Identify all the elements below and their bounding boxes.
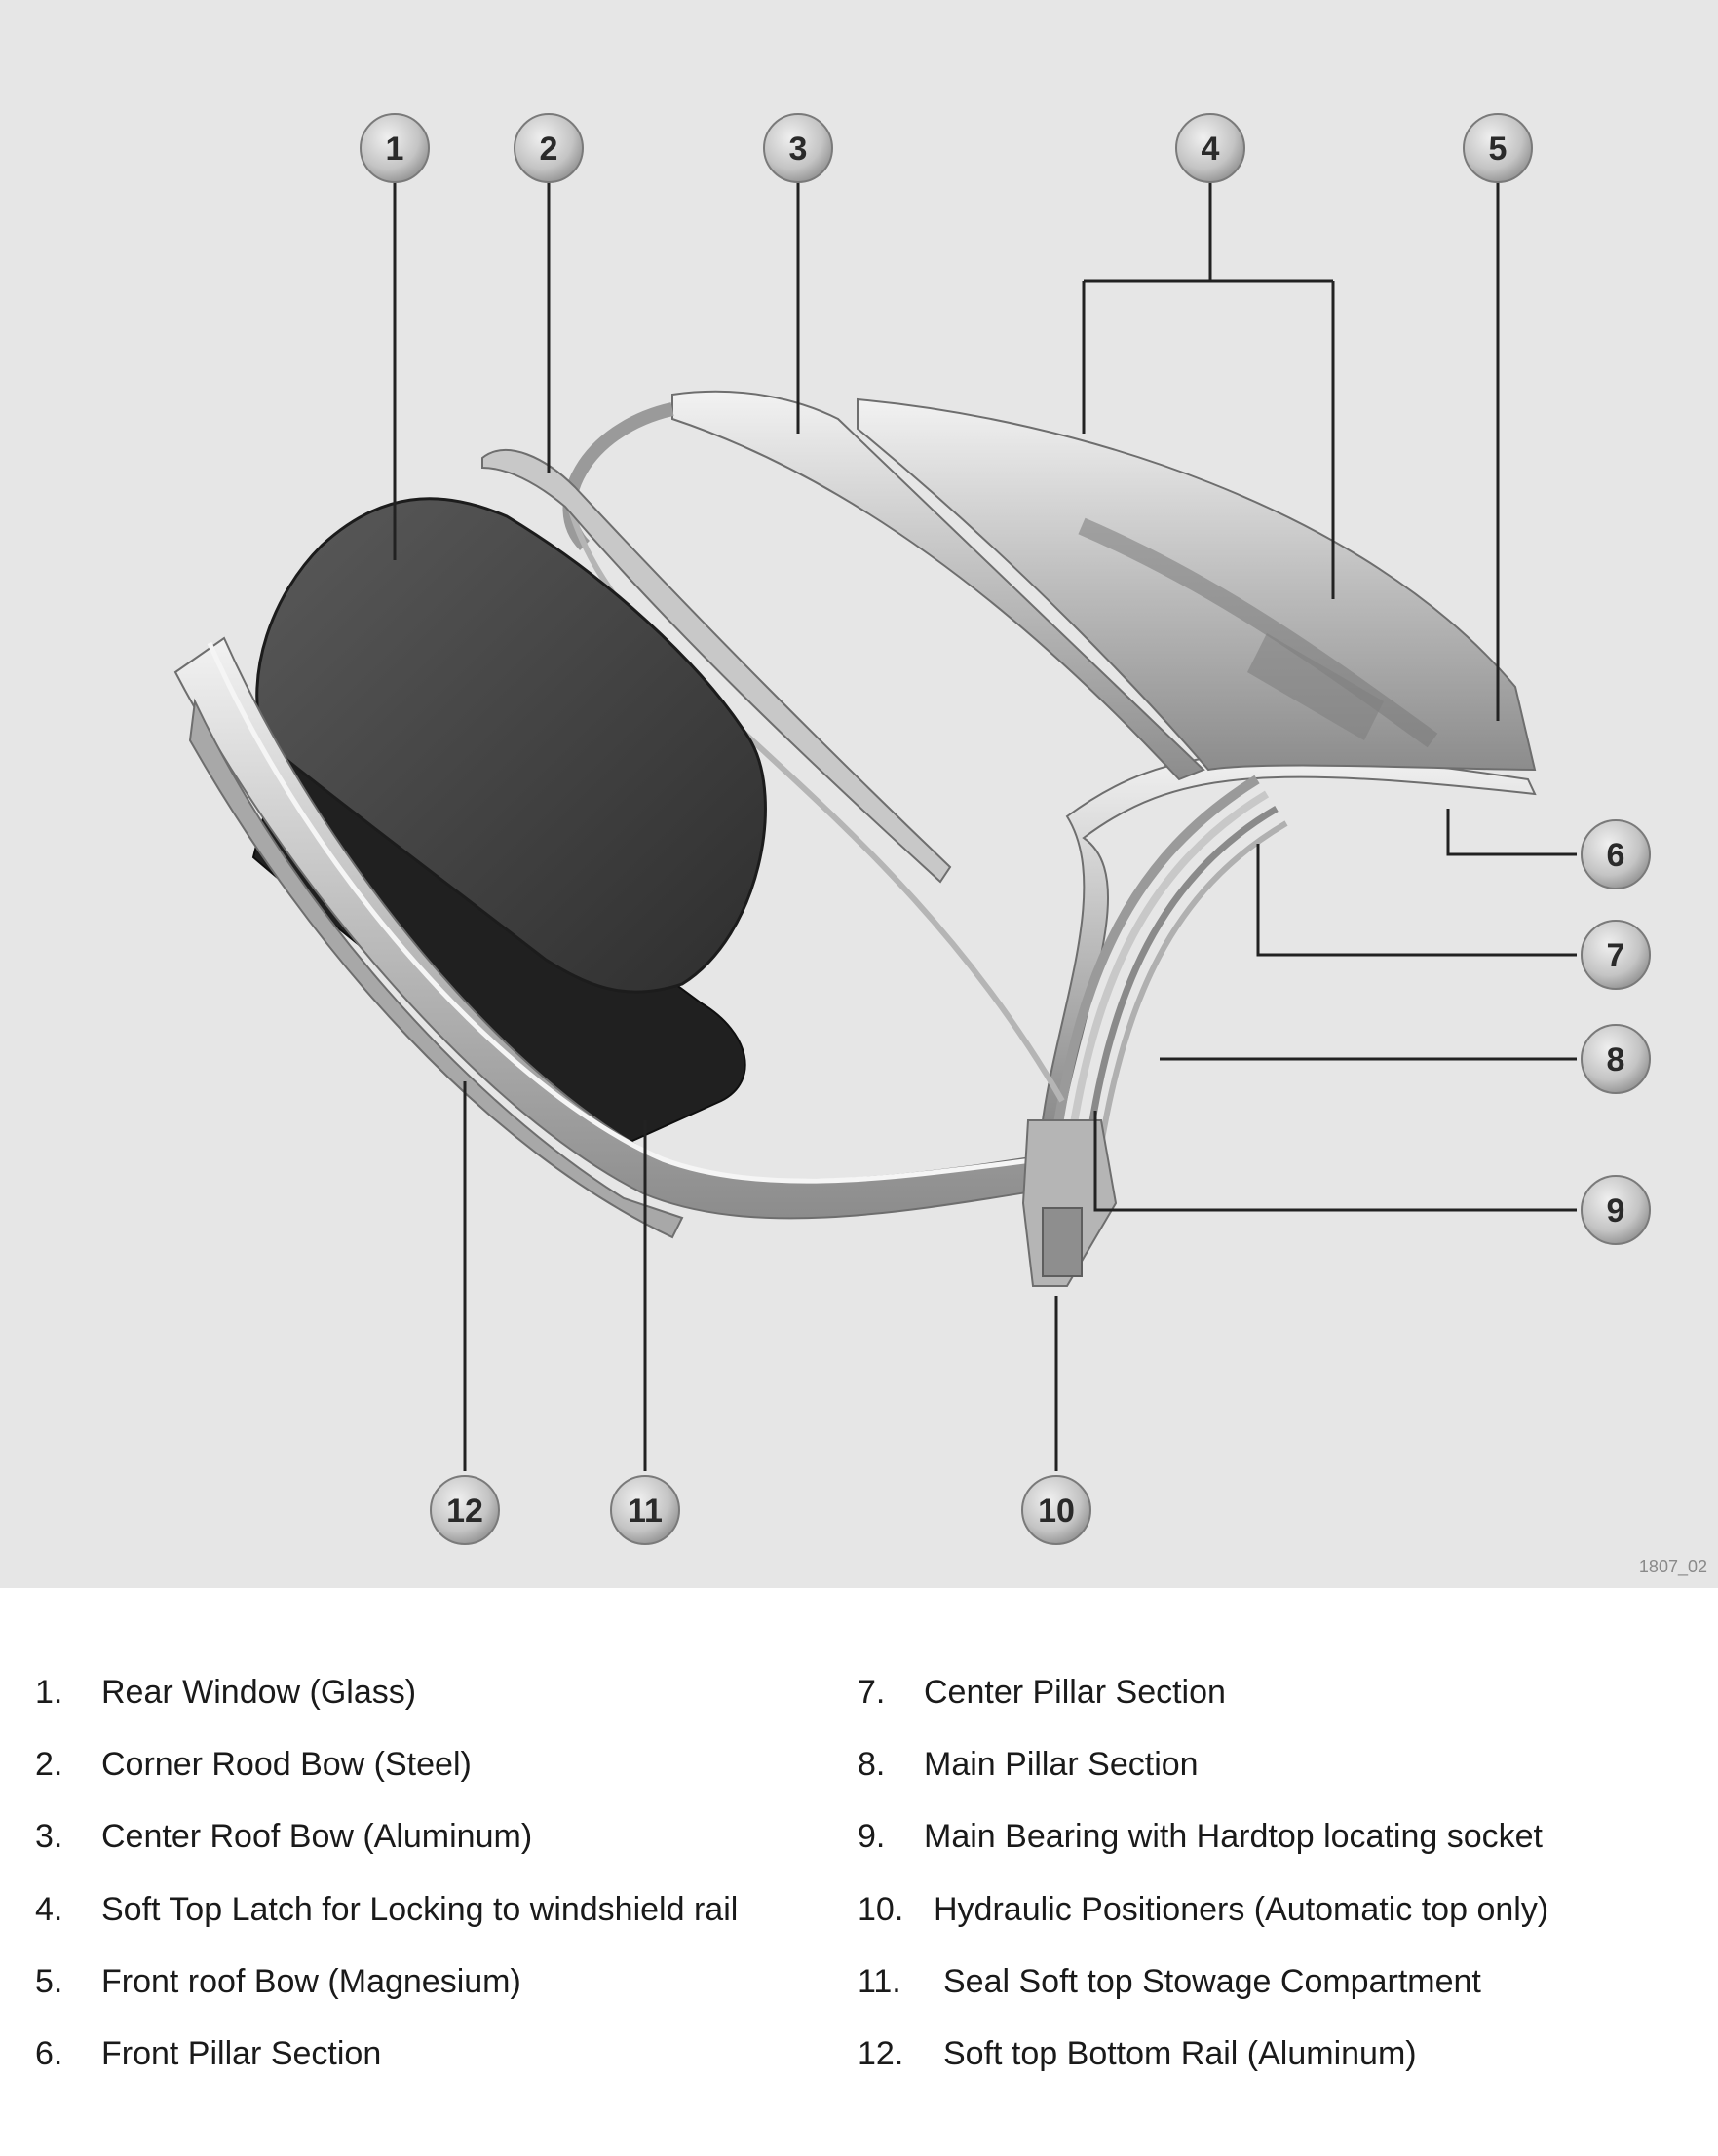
callout-8: 8 bbox=[1581, 1024, 1651, 1094]
svg-text:2: 2 bbox=[540, 131, 558, 168]
legend-item: 7. Center Pillar Section bbox=[858, 1656, 1696, 1728]
svg-text:11: 11 bbox=[628, 1493, 663, 1530]
callout-6: 6 bbox=[1581, 819, 1651, 889]
corner-roof-bow bbox=[481, 448, 952, 884]
callout-7: 7 bbox=[1581, 920, 1651, 990]
legend-text: Front roof Bow (Magnesium) bbox=[101, 1962, 521, 2000]
callout-11: 11 bbox=[610, 1475, 680, 1545]
legend-item: 5. Front roof Bow (Magnesium) bbox=[35, 1946, 844, 2018]
legend-column-right: 7. Center Pillar Section 8. Main Pillar … bbox=[858, 1656, 1696, 2091]
legend-item: 6. Front Pillar Section bbox=[35, 2018, 844, 2090]
legend-number: 7. bbox=[858, 1673, 886, 1711]
svg-text:10: 10 bbox=[1038, 1493, 1075, 1530]
legend-column-left: 1. Rear Window (Glass) 2. Corner Rood Bo… bbox=[35, 1656, 844, 2091]
legend-text: Center Roof Bow (Aluminum) bbox=[101, 1818, 533, 1856]
legend-item: 3. Center Roof Bow (Aluminum) bbox=[35, 1801, 844, 1873]
callout-4: 4 bbox=[1175, 113, 1245, 183]
legend-item: 11. Seal Soft top Stowage Compartment bbox=[858, 1946, 1696, 2018]
legend-item: 8. Main Pillar Section bbox=[858, 1728, 1696, 1800]
leader-line-6 bbox=[1446, 809, 1577, 856]
legend-item: 10. Hydraulic Positioners (Automatic top… bbox=[858, 1873, 1696, 1946]
legend-text: Soft Top Latch for Locking to windshield… bbox=[101, 1890, 739, 1928]
legend-item: 2. Corner Rood Bow (Steel) bbox=[35, 1728, 844, 1800]
svg-text:5: 5 bbox=[1489, 131, 1508, 168]
callout-5: 5 bbox=[1463, 113, 1533, 183]
svg-text:1: 1 bbox=[386, 131, 404, 168]
legend-number: 4. bbox=[35, 1890, 63, 1928]
leader-lines bbox=[393, 177, 1577, 1471]
svg-text:12: 12 bbox=[446, 1493, 483, 1530]
soft-top-frame-diagram: 1 2 3 4 5 6 7 8 bbox=[173, 113, 1707, 1577]
legend-number: 11. bbox=[858, 1962, 901, 2000]
legend-text: Corner Rood Bow (Steel) bbox=[101, 1745, 472, 1783]
legend-text: Main Bearing with Hardtop locating socke… bbox=[924, 1818, 1543, 1856]
legend-text: Main Pillar Section bbox=[924, 1745, 1199, 1783]
legend-text: Soft top Bottom Rail (Aluminum) bbox=[943, 2035, 1417, 2073]
legend-number: 1. bbox=[35, 1673, 63, 1711]
svg-text:6: 6 bbox=[1607, 837, 1625, 874]
legend-number: 3. bbox=[35, 1818, 63, 1856]
legend-text: Seal Soft top Stowage Compartment bbox=[943, 1962, 1481, 2000]
leader-line-4 bbox=[1082, 177, 1335, 599]
svg-text:8: 8 bbox=[1607, 1041, 1625, 1078]
legend-number: 12. bbox=[858, 2035, 904, 2073]
legend-text: Front Pillar Section bbox=[101, 2035, 382, 2073]
legend-number: 8. bbox=[858, 1745, 886, 1783]
frame-illustration bbox=[173, 390, 1537, 1287]
callout-10: 10 bbox=[1021, 1475, 1091, 1545]
legend-number: 9. bbox=[858, 1818, 886, 1856]
svg-text:4: 4 bbox=[1202, 131, 1220, 168]
legend-text: Rear Window (Glass) bbox=[101, 1673, 417, 1711]
legend-item: 1. Rear Window (Glass) bbox=[35, 1656, 844, 1728]
callout-2: 2 bbox=[514, 113, 584, 183]
callout-1: 1 bbox=[360, 113, 430, 183]
center-roof-bow bbox=[671, 390, 1205, 781]
legend-text: Center Pillar Section bbox=[924, 1673, 1226, 1711]
svg-text:3: 3 bbox=[789, 131, 808, 168]
leader-line-7 bbox=[1256, 844, 1577, 957]
callout-9: 9 bbox=[1581, 1175, 1651, 1245]
legend-item: 4. Soft Top Latch for Locking to windshi… bbox=[35, 1873, 844, 1946]
legend-number: 2. bbox=[35, 1745, 63, 1783]
diagram-panel: 1 2 3 4 5 6 7 8 bbox=[0, 0, 1718, 1588]
legend-item: 9. Main Bearing with Hardtop locating so… bbox=[858, 1801, 1696, 1873]
legend-number: 5. bbox=[35, 1962, 63, 2000]
legend-number: 10. bbox=[858, 1890, 904, 1928]
figure-code: 1807_02 bbox=[1639, 1557, 1707, 1577]
svg-text:9: 9 bbox=[1607, 1192, 1625, 1229]
leader-line-9 bbox=[1093, 1111, 1577, 1212]
legend-text: Hydraulic Positioners (Automatic top onl… bbox=[934, 1890, 1549, 1928]
svg-text:7: 7 bbox=[1607, 937, 1625, 974]
callout-12: 12 bbox=[430, 1475, 500, 1545]
legend: 1. Rear Window (Glass) 2. Corner Rood Bo… bbox=[0, 1656, 1718, 2124]
callout-3: 3 bbox=[763, 113, 833, 183]
hydraulic-positioner bbox=[1042, 1207, 1083, 1277]
legend-number: 6. bbox=[35, 2035, 63, 2073]
legend-item: 12. Soft top Bottom Rail (Aluminum) bbox=[858, 2018, 1696, 2090]
